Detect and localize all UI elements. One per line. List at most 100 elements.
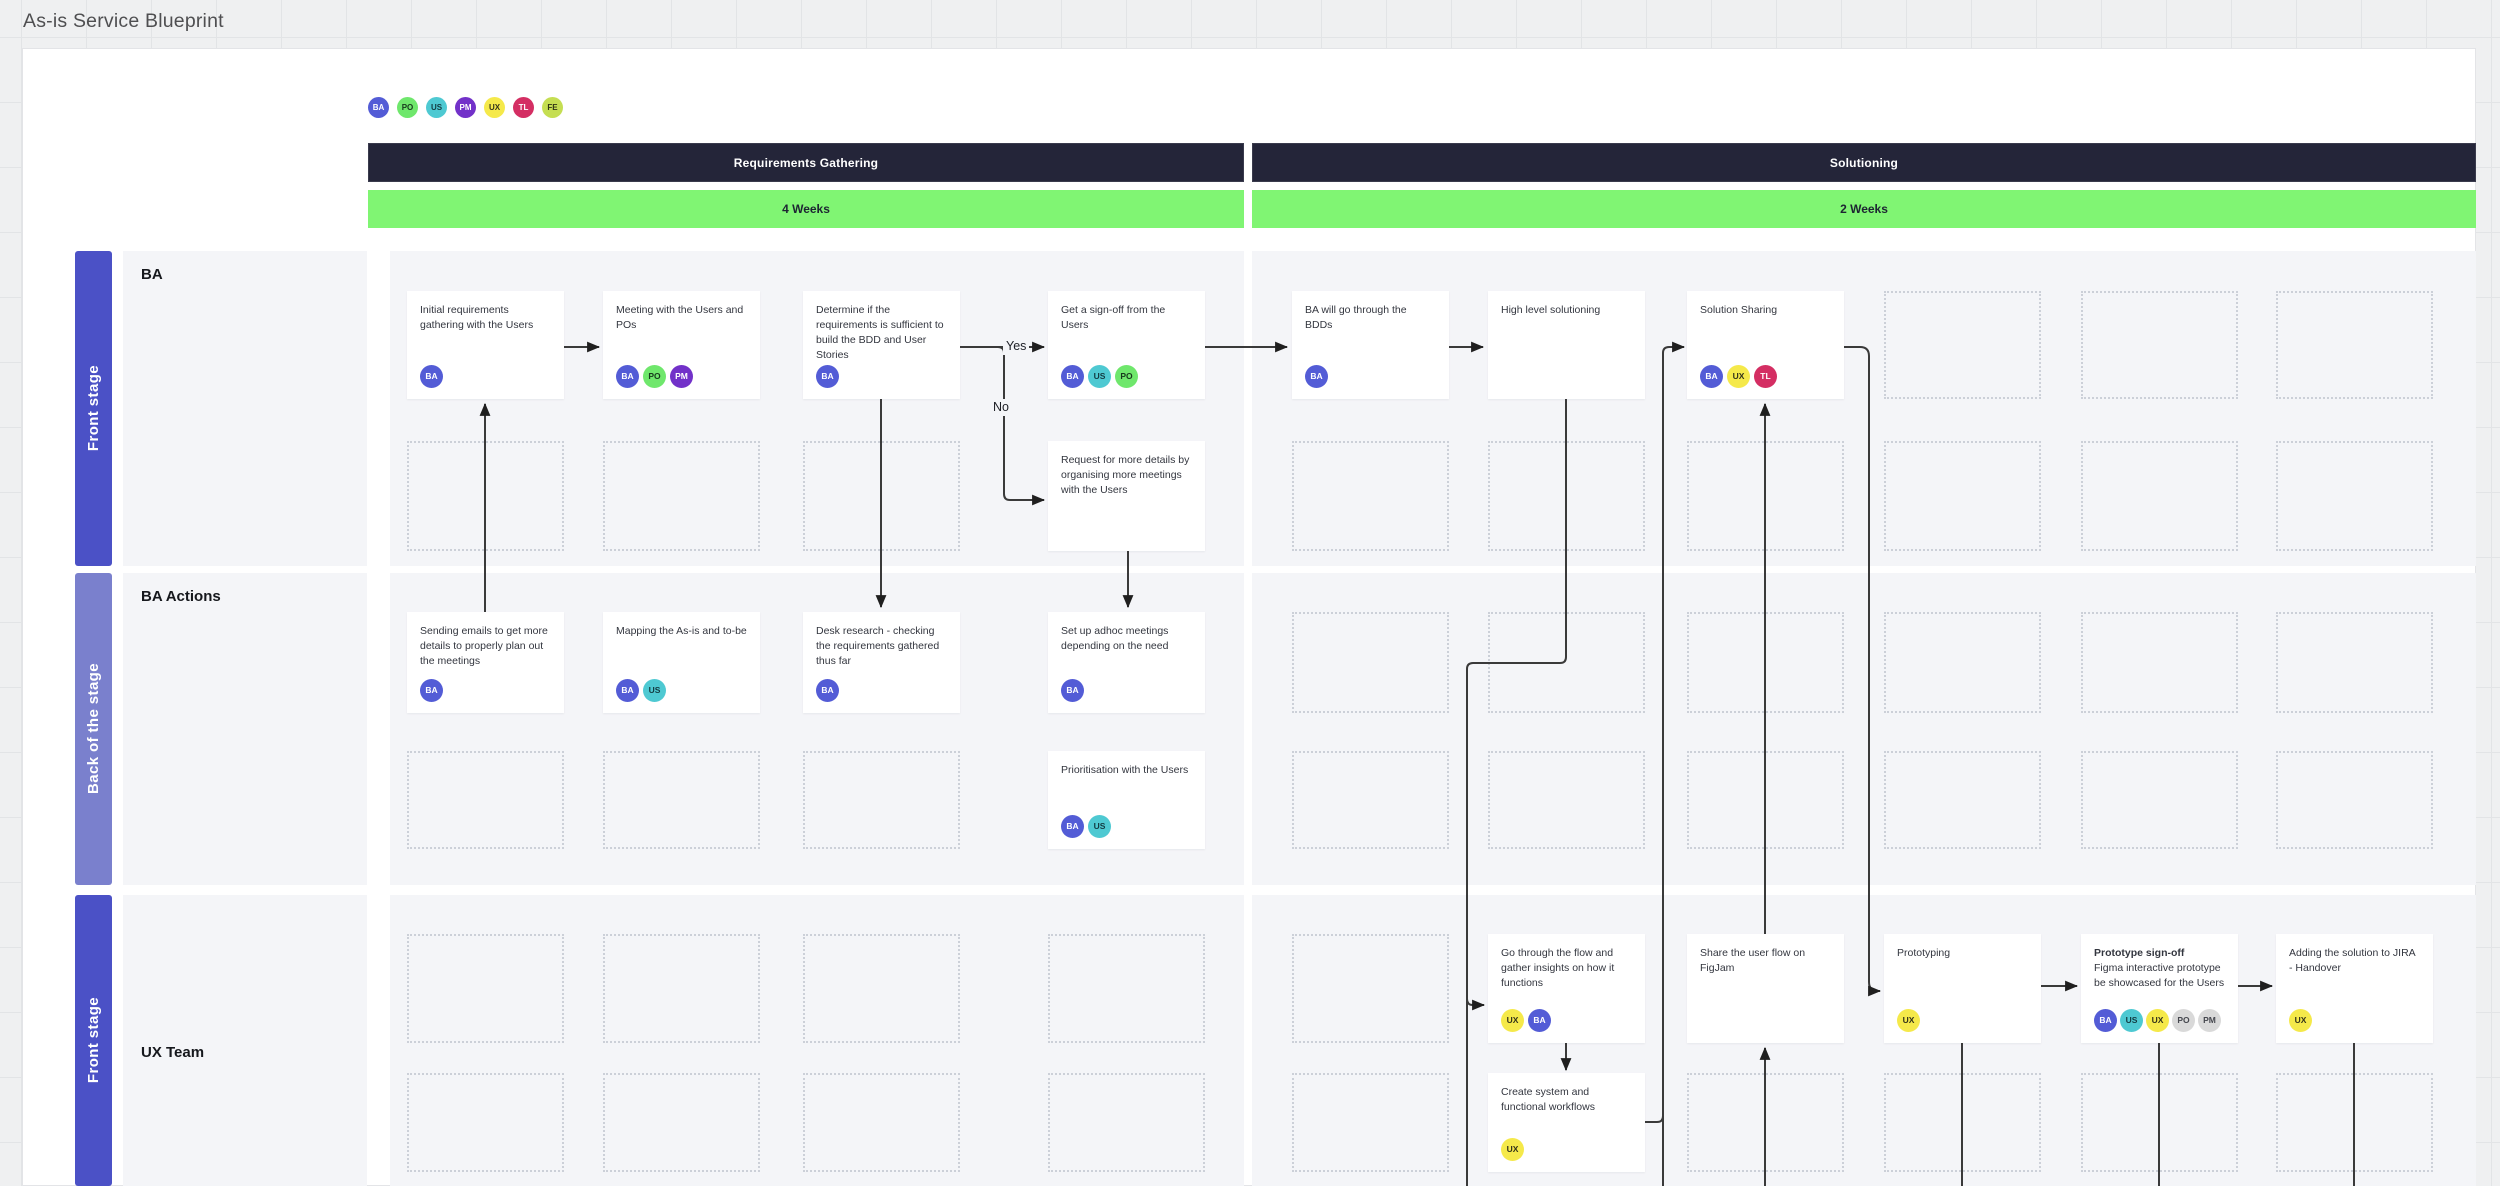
card-a3[interactable]: Determine if the requirements is suffici… [803, 291, 960, 399]
role-chip-ba[interactable]: BA [1061, 679, 1084, 702]
card-a6[interactable]: High level solutioning [1488, 291, 1645, 399]
placeholder-cell-d8[interactable] [1884, 751, 2041, 849]
lane-label-ba-actions[interactable]: BA Actions [141, 588, 221, 605]
placeholder-cell-e5[interactable] [1292, 934, 1449, 1043]
role-chip-po[interactable]: PO [1115, 365, 1138, 388]
placeholder-cell-f5[interactable] [1292, 1073, 1449, 1172]
placeholder-cell-e2[interactable] [603, 934, 760, 1043]
role-chip-ba[interactable]: BA [420, 679, 443, 702]
phase-header-solutioning[interactable]: Solutioning [1252, 143, 2476, 182]
role-chip-tl[interactable]: TL [513, 97, 534, 118]
decision-label-yes[interactable]: Yes [1003, 338, 1030, 355]
phase-duration-requirements-gathering[interactable]: 4 Weeks [368, 190, 1244, 228]
placeholder-cell-d9[interactable] [2081, 751, 2238, 849]
stage-bar-front-stage[interactable]: Front stage [75, 251, 112, 566]
placeholder-cell-d3[interactable] [803, 751, 960, 849]
role-chip-ux[interactable]: UX [484, 97, 505, 118]
role-chip-po[interactable]: PO [643, 365, 666, 388]
role-chip-pm[interactable]: PM [670, 365, 693, 388]
placeholder-cell-c9[interactable] [2081, 612, 2238, 713]
placeholder-cell-b2[interactable] [603, 441, 760, 551]
role-chip-ba[interactable]: BA [2094, 1009, 2117, 1032]
placeholder-cell-b8[interactable] [1884, 441, 2041, 551]
placeholder-cell-b5[interactable] [1292, 441, 1449, 551]
card-c3[interactable]: Desk research - checking the requirement… [803, 612, 960, 713]
role-chip-ba[interactable]: BA [420, 365, 443, 388]
stage-bar-front-stage[interactable]: Front stage [75, 895, 112, 1186]
placeholder-cell-b3[interactable] [803, 441, 960, 551]
card-e7[interactable]: Share the user flow on FigJam [1687, 934, 1844, 1043]
role-chip-ba[interactable]: BA [1305, 365, 1328, 388]
role-chip-ba[interactable]: BA [1528, 1009, 1551, 1032]
placeholder-cell-d10[interactable] [2276, 751, 2433, 849]
placeholder-cell-f9[interactable] [2081, 1073, 2238, 1172]
placeholder-cell-d2[interactable] [603, 751, 760, 849]
role-chip-ba[interactable]: BA [816, 365, 839, 388]
placeholder-cell-d7[interactable] [1687, 751, 1844, 849]
role-chip-us[interactable]: US [1088, 815, 1111, 838]
placeholder-cell-b6[interactable] [1488, 441, 1645, 551]
role-chip-po[interactable]: PO [397, 97, 418, 118]
role-chip-pm-muted[interactable]: PM [2198, 1009, 2221, 1032]
role-chip-po-muted[interactable]: PO [2172, 1009, 2195, 1032]
role-chip-pm[interactable]: PM [455, 97, 476, 118]
placeholder-cell-d6[interactable] [1488, 751, 1645, 849]
placeholder-cell-c10[interactable] [2276, 612, 2433, 713]
role-chip-us[interactable]: US [2120, 1009, 2143, 1032]
role-chip-ba[interactable]: BA [1700, 365, 1723, 388]
role-chip-us[interactable]: US [426, 97, 447, 118]
role-chip-ba[interactable]: BA [616, 365, 639, 388]
placeholder-cell-f3[interactable] [803, 1073, 960, 1172]
card-e6[interactable]: Go through the flow and gather insights … [1488, 934, 1645, 1043]
phase-duration-solutioning[interactable]: 2 Weeks [1252, 190, 2476, 228]
placeholder-cell-a10[interactable] [2276, 291, 2433, 399]
role-chip-ux[interactable]: UX [1727, 365, 1750, 388]
placeholder-cell-c6[interactable] [1488, 612, 1645, 713]
role-chip-ux[interactable]: UX [2146, 1009, 2169, 1032]
placeholder-cell-f10[interactable] [2276, 1073, 2433, 1172]
card-c4[interactable]: Set up adhoc meetings depending on the n… [1048, 612, 1205, 713]
role-chip-ux[interactable]: UX [1897, 1009, 1920, 1032]
placeholder-cell-f8[interactable] [1884, 1073, 2041, 1172]
role-chip-ba[interactable]: BA [816, 679, 839, 702]
stage-bar-back-of-the-stage[interactable]: Back of the stage [75, 573, 112, 885]
placeholder-cell-f7[interactable] [1687, 1073, 1844, 1172]
placeholder-cell-e3[interactable] [803, 934, 960, 1043]
placeholder-cell-c5[interactable] [1292, 612, 1449, 713]
role-chip-ba[interactable]: BA [1061, 365, 1084, 388]
role-chip-tl[interactable]: TL [1754, 365, 1777, 388]
placeholder-cell-f4[interactable] [1048, 1073, 1205, 1172]
role-chip-ba[interactable]: BA [1061, 815, 1084, 838]
placeholder-cell-c7[interactable] [1687, 612, 1844, 713]
placeholder-cell-c8[interactable] [1884, 612, 2041, 713]
phase-header-requirements-gathering[interactable]: Requirements Gathering [368, 143, 1244, 182]
placeholder-cell-d5[interactable] [1292, 751, 1449, 849]
placeholder-cell-b7[interactable] [1687, 441, 1844, 551]
placeholder-cell-a8[interactable] [1884, 291, 2041, 399]
placeholder-cell-f2[interactable] [603, 1073, 760, 1172]
decision-label-no[interactable]: No [990, 399, 1012, 416]
page-title[interactable]: As-is Service Blueprint [23, 10, 224, 32]
placeholder-cell-a9[interactable] [2081, 291, 2238, 399]
placeholder-cell-d1[interactable] [407, 751, 564, 849]
role-chip-ba[interactable]: BA [368, 97, 389, 118]
role-chip-ux[interactable]: UX [1501, 1138, 1524, 1161]
lane-label-ba[interactable]: BA [141, 266, 163, 283]
role-chip-ux[interactable]: UX [2289, 1009, 2312, 1032]
role-chip-ux[interactable]: UX [1501, 1009, 1524, 1032]
placeholder-cell-b1[interactable] [407, 441, 564, 551]
placeholder-cell-b9[interactable] [2081, 441, 2238, 551]
placeholder-cell-f1[interactable] [407, 1073, 564, 1172]
role-chip-us[interactable]: US [643, 679, 666, 702]
role-chip-ba[interactable]: BA [616, 679, 639, 702]
role-chip-fe[interactable]: FE [542, 97, 563, 118]
